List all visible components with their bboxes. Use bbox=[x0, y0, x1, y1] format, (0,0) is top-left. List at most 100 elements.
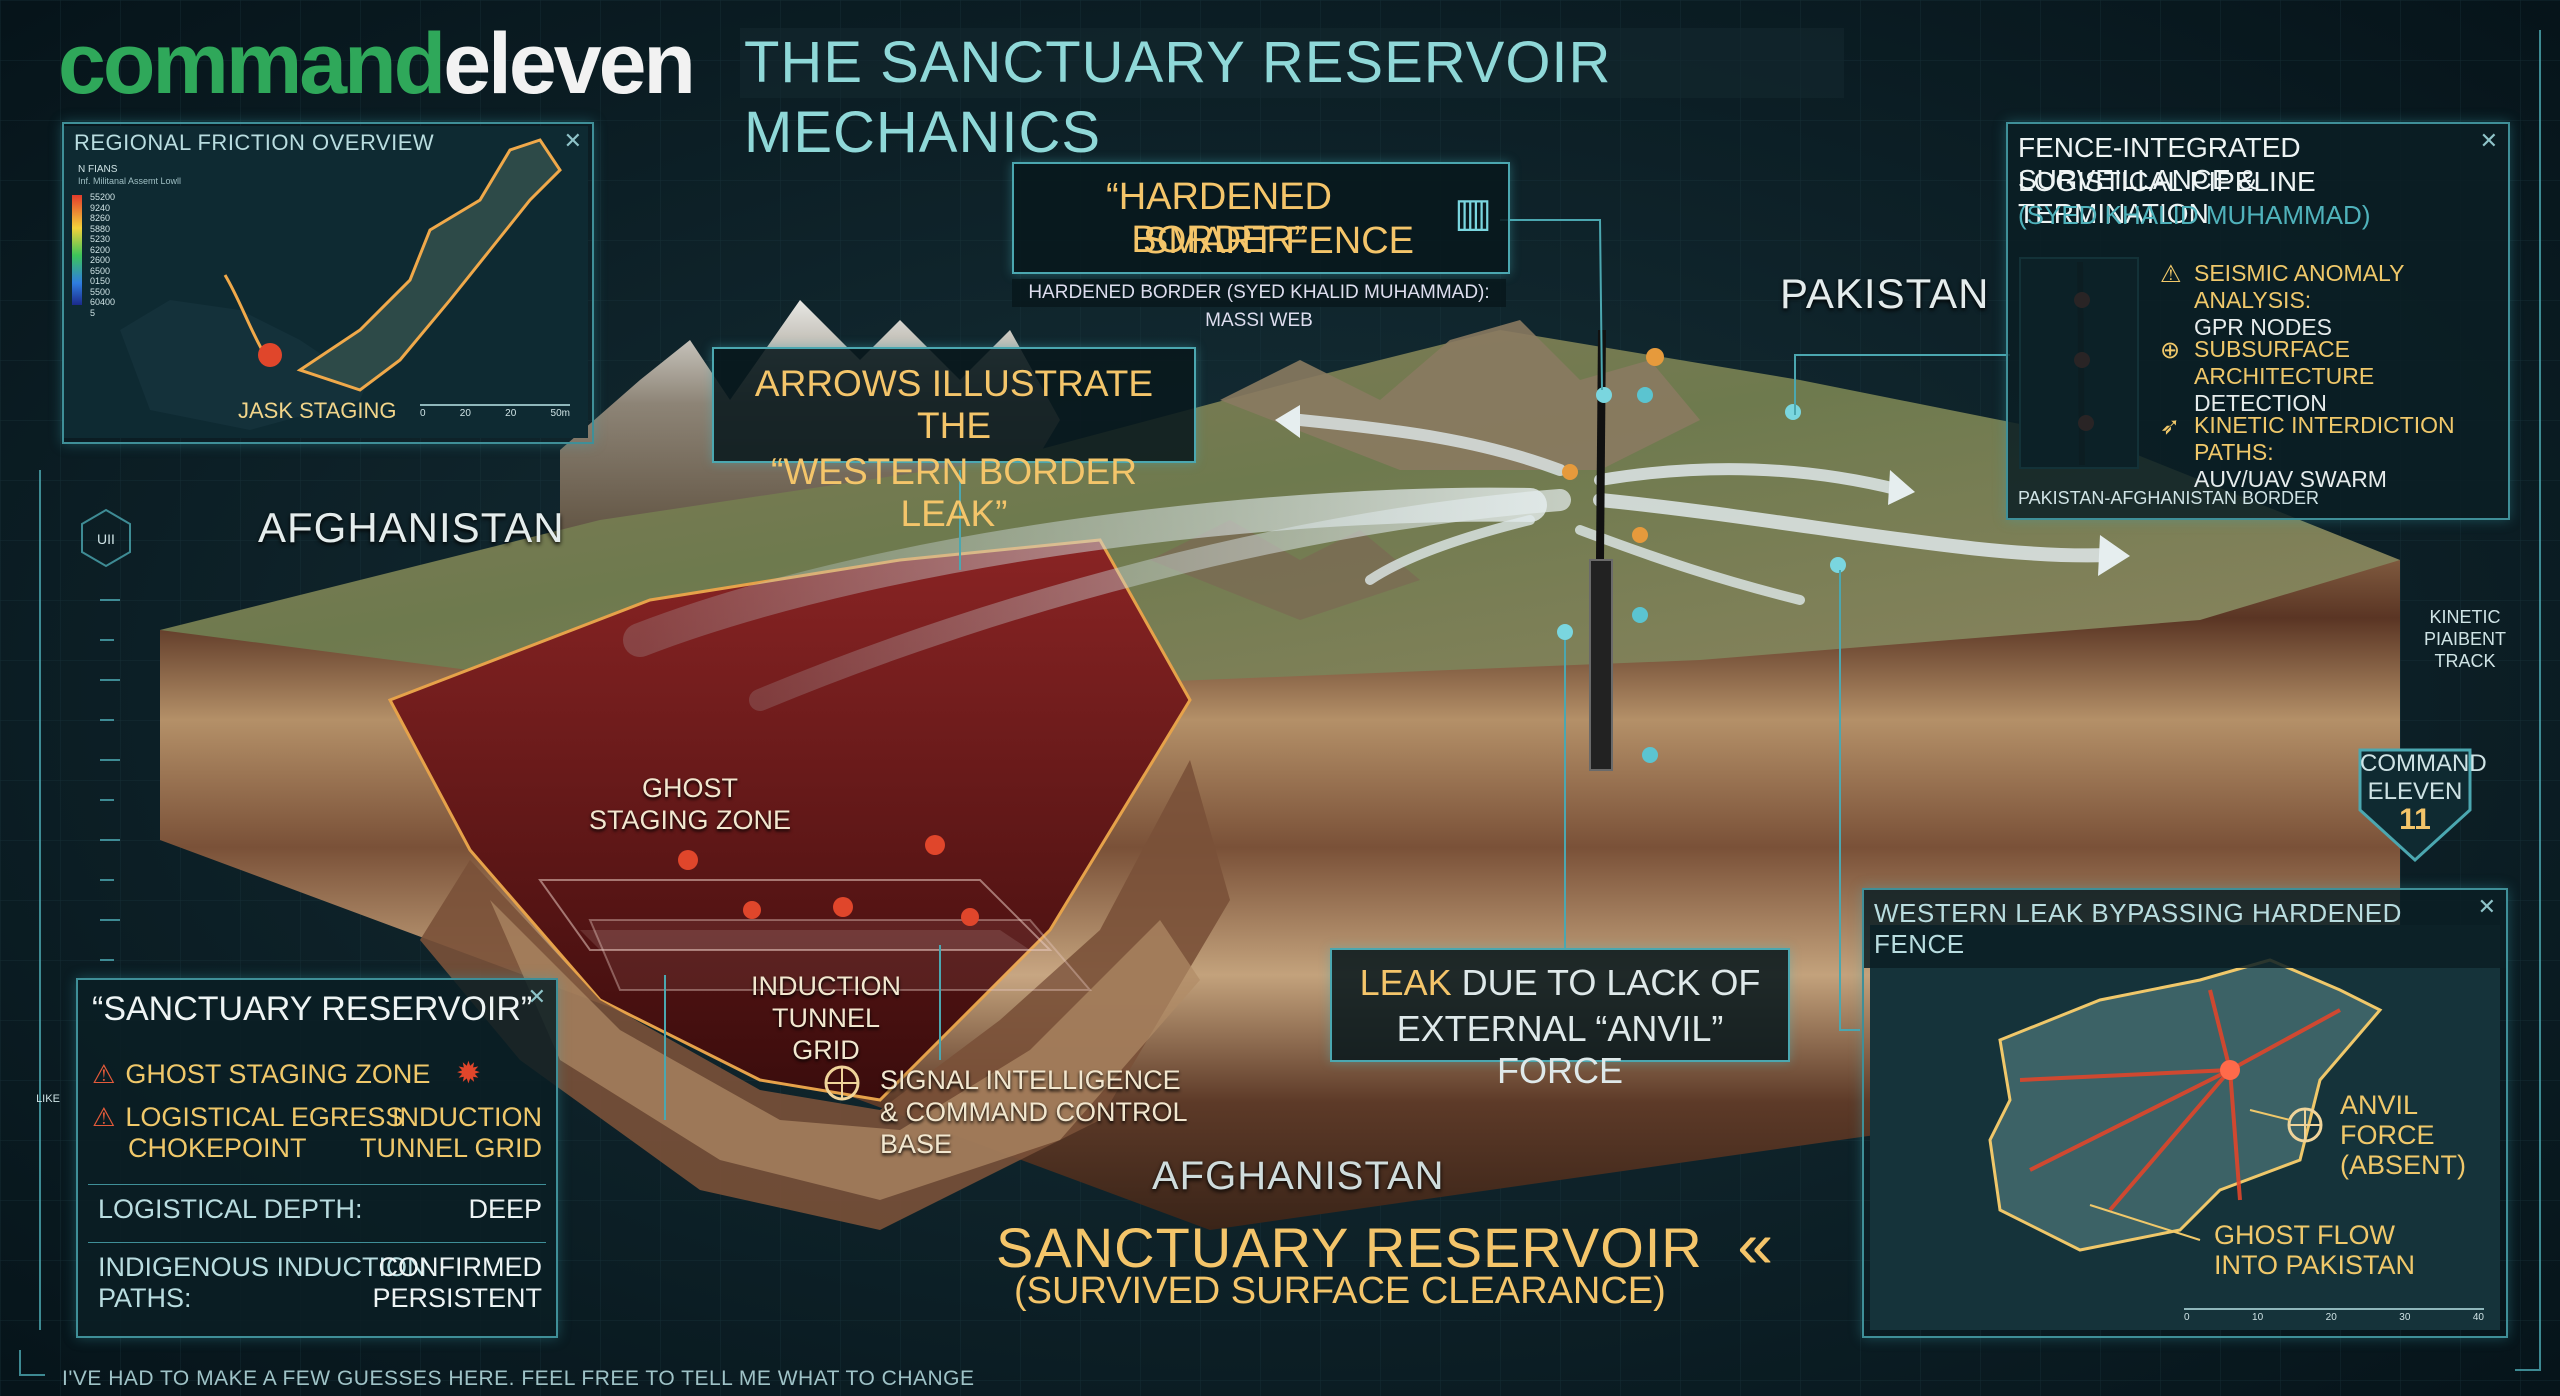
kinetic-line2: PIAIBENT bbox=[2423, 629, 2507, 649]
legend-value: 0150 bbox=[90, 276, 111, 286]
paths-label-line2: PATHS: bbox=[98, 1283, 192, 1313]
tunnel-line1: INDUCTION bbox=[392, 1102, 542, 1132]
scale-tick: 30 bbox=[2399, 1312, 2411, 1323]
smart-fence-callout: “HARDENED BORDER” SMART FENCE ▥ bbox=[1012, 162, 1510, 274]
leak-anvil-callout: LEAK DUE TO LACK OF EXTERNAL “ANVIL” FOR… bbox=[1330, 948, 1790, 1091]
crosshair-icon: ⊕ bbox=[2160, 337, 2181, 364]
scale-tick: 20 bbox=[459, 408, 471, 419]
legend-value: 2600 bbox=[90, 255, 111, 265]
brand-part-eleven: eleven bbox=[443, 16, 696, 112]
sanctuary-subtitle: (SURVIVED SURFACE CLEARANCE) bbox=[1014, 1270, 1666, 1312]
fence-callout-subtext: HARDENED BORDER (SYED KHALID MUHAMMAD): … bbox=[1012, 279, 1506, 331]
signal-intelligence-label: SIGNAL INTELLIGENCE & COMMAND CONTROL BA… bbox=[880, 1064, 1240, 1160]
scale-tick: 0 bbox=[2184, 1312, 2190, 1323]
surveillance-title-line1: FENCE-INTEGRATED SURVEILLANCE & bbox=[2018, 132, 2301, 195]
anvil-line2: (ABSENT) bbox=[2340, 1150, 2467, 1180]
ghost-label-line1: GHOST bbox=[641, 773, 738, 803]
paths-value-line2: PERSISTENT bbox=[372, 1283, 542, 1313]
kinetic-line1: KINETIC bbox=[2429, 607, 2501, 627]
fence-callout-line2: SMART FENCE bbox=[1143, 220, 1414, 262]
arrows-callout-line2: “WESTERN BORDER LEAK” bbox=[771, 451, 1137, 534]
item-line1: KINETIC INTERDICTION PATHS: bbox=[2194, 412, 2455, 465]
western-leak-panel: ✕ WESTERN LEAK BYPASSING HARDENED FENCE … bbox=[1862, 888, 2508, 1338]
scale-tick: 50m bbox=[550, 408, 570, 419]
close-icon[interactable]: ✕ bbox=[527, 984, 546, 1009]
leak-callout-line2: EXTERNAL “ANVIL” FORCE bbox=[1396, 1008, 1724, 1091]
divider bbox=[88, 1242, 546, 1243]
afghanistan-bottom-label: AFGHANISTAN bbox=[1152, 1154, 1445, 1198]
surveillance-footer: PAKISTAN-AFGHANISTAN BORDER bbox=[2018, 488, 2320, 508]
ghost-flow-label: GHOST FLOW INTO PAKISTAN bbox=[2214, 1220, 2415, 1280]
ghost-staging-zone-label: GHOST STAGING ZONE bbox=[580, 772, 800, 836]
close-icon[interactable]: ✕ bbox=[2477, 894, 2496, 919]
legend-value: 5500 bbox=[90, 286, 111, 297]
command-eleven-badge: COMMAND ELEVEN 11 bbox=[2360, 750, 2487, 836]
warning-icon: ⚠ bbox=[92, 1059, 116, 1089]
kinetic-line3: TRACK bbox=[2434, 651, 2496, 671]
reservoir-egress-row: ⚠LOGISTICAL EGRESS CHOKEPOINT bbox=[92, 1102, 403, 1164]
reservoir-tunnel-row: INDUCTION TUNNEL GRID bbox=[360, 1102, 542, 1164]
scale-tick: 20 bbox=[2325, 1312, 2337, 1323]
close-icon[interactable]: ✕ bbox=[2479, 128, 2498, 153]
sanctuary-reservoir-panel: ✕ “SANCTUARY RESERVOIR” ⚠ GHOST STAGING Z… bbox=[76, 978, 558, 1338]
side-hex-code: UII bbox=[97, 531, 115, 547]
badge-line2: ELEVEN bbox=[2367, 778, 2463, 805]
scale-tick: 0 bbox=[420, 408, 426, 419]
legend-value: 5880 bbox=[90, 223, 111, 234]
brand-part-command: command bbox=[58, 16, 446, 112]
badge-line3: 11 bbox=[2399, 803, 2431, 836]
tunnel-line2: TUNNEL GRID bbox=[359, 1133, 542, 1163]
afghanistan-top-label: AFGHANISTAN bbox=[258, 504, 565, 551]
leak-panel-title: WESTERN LEAK BYPASSING HARDENED FENCE bbox=[1864, 890, 2506, 968]
egress-line1: LOGISTICAL EGRESS bbox=[125, 1102, 404, 1132]
scale-tick: 20 bbox=[505, 408, 517, 419]
legend-value: 8260 bbox=[90, 213, 111, 223]
reservoir-ghost-row: ⚠GHOST STAGING ZONE ✹ bbox=[92, 1056, 481, 1091]
surveillance-panel: ✕ FENCE-INTEGRATED SURVEILLANCE & LOGIST… bbox=[2006, 122, 2510, 520]
swarm-arrow-icon: ➶ bbox=[2160, 413, 2181, 440]
regional-panel-title: REGIONAL FRICTION OVERVIEW bbox=[74, 130, 435, 155]
fence-callout-line1: “HARDENED BORDER” bbox=[1106, 176, 1332, 261]
item-line2: AUV/UAV SWARM bbox=[2194, 466, 2387, 492]
surveillance-item-kinetic: ➶ KINETIC INTERDICTION PATHS: AUV/UAV SW… bbox=[2160, 412, 2508, 493]
egress-line2: CHOKEPOINT bbox=[128, 1133, 307, 1163]
paths-value-line1: CONFIRMED bbox=[378, 1252, 543, 1282]
surveillance-title-line2: LOGISTICAL PIPELINE TERMINATION bbox=[2018, 166, 2316, 229]
leak-scale-bar: 0 10 20 30 40 bbox=[2184, 1308, 2484, 1323]
legend-value: 55200 bbox=[90, 192, 116, 202]
arrows-leak-callout: ARROWS ILLUSTRATE THE “WESTERN BORDER LE… bbox=[712, 347, 1196, 534]
chevron-left-icon: « bbox=[1737, 1209, 1774, 1281]
close-icon[interactable]: ✕ bbox=[563, 128, 582, 153]
legend-value: 60400 bbox=[90, 297, 116, 307]
reservoir-panel-title: “SANCTUARY RESERVOIR” bbox=[92, 990, 533, 1028]
signal-line2: & COMMAND CONTROL BASE bbox=[880, 1097, 1187, 1159]
scale-tick: 40 bbox=[2472, 1312, 2484, 1323]
regional-friction-panel: REGIONAL FRICTION OVERVIEW ✕ N FIANS Inf… bbox=[62, 122, 594, 444]
induction-line1: INDUCTION bbox=[751, 971, 901, 1001]
sanctuary-reservoir-title: SANCTUARY RESERVOIR « bbox=[996, 1208, 1774, 1282]
page-title: THE SANCTUARY RESERVOIR MECHANICS bbox=[740, 28, 1844, 165]
pakistan-label: PAKISTAN bbox=[1780, 270, 1990, 317]
divider bbox=[88, 1184, 546, 1185]
ghost-flow-line1: GHOST FLOW bbox=[2214, 1220, 2396, 1250]
ghost-label-line2: STAGING ZONE bbox=[588, 805, 791, 835]
fence-icon: ▥ bbox=[1454, 191, 1492, 235]
warning-icon: ⚠ bbox=[2160, 261, 2182, 288]
brand-logo: commandeleven bbox=[58, 14, 696, 114]
depth-value: DEEP bbox=[468, 1194, 542, 1224]
item-line1: SEISMIC ANOMALY ANALYSIS: bbox=[2194, 260, 2405, 313]
leak-callout-line1: LEAK DUE TO LACK OF bbox=[1332, 962, 1788, 1004]
legend-values: 55200 9240 8260 5880 5230 6200 2600 6500… bbox=[90, 192, 115, 318]
side-small-label: LIKE bbox=[36, 1093, 60, 1105]
item-line2: GPR NODES bbox=[2194, 314, 2333, 340]
surveillance-subtitle: (SYED KHALID MUHAMMAD) bbox=[2018, 200, 2371, 230]
paths-label-line1: INDIGENOUS INDUCTION bbox=[98, 1252, 427, 1282]
anvil-line1: ANVIL FORCE bbox=[2340, 1090, 2435, 1150]
paths-value: CONFIRMED PERSISTENT bbox=[372, 1252, 542, 1314]
footer-note: I'VE HAD TO MAKE A FEW GUESSES HERE. FEE… bbox=[62, 1367, 975, 1390]
depth-label: LOGISTICAL DEPTH: bbox=[98, 1194, 363, 1224]
item-line1: SUBSURFACE ARCHITECTURE bbox=[2194, 336, 2375, 389]
anvil-force-label: ANVIL FORCE (ABSENT) bbox=[2340, 1090, 2506, 1180]
ghost-staging-text: GHOST STAGING ZONE bbox=[125, 1059, 431, 1089]
legend-value: 5 bbox=[90, 307, 96, 318]
